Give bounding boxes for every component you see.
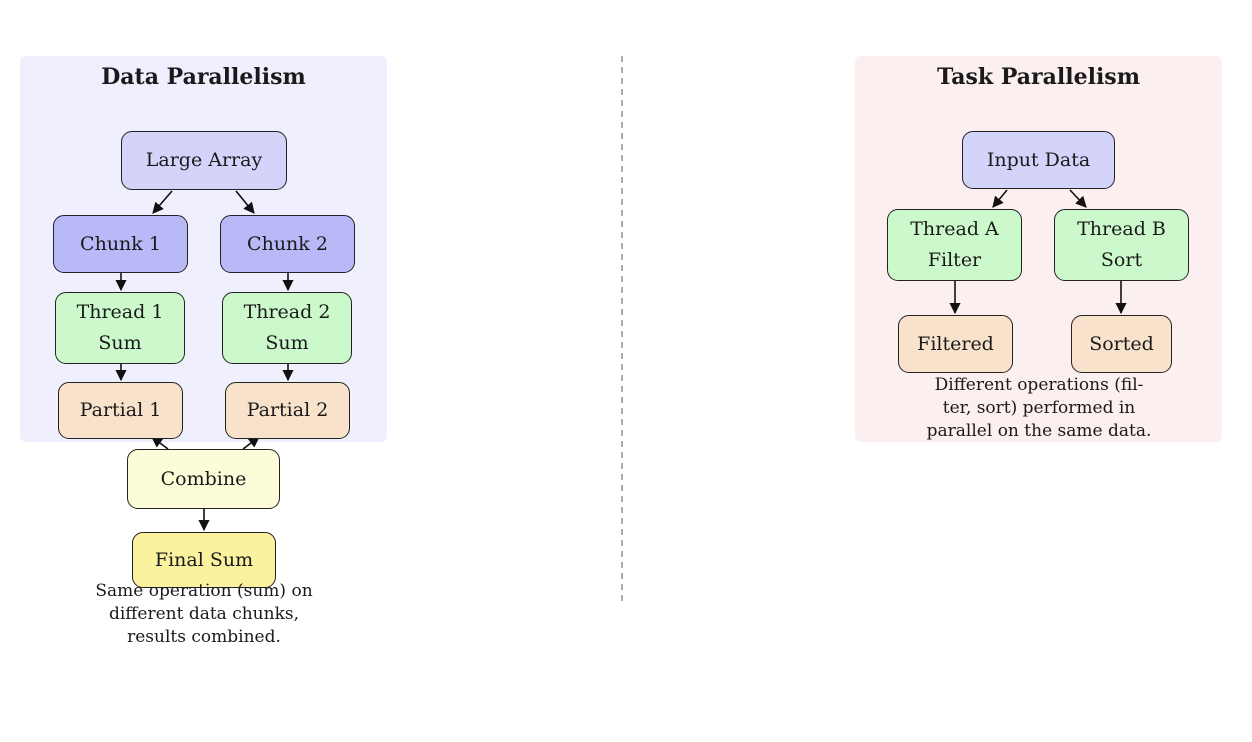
chunk-1-node: Chunk 1 <box>53 215 188 273</box>
thread-b-node: Thread B Sort <box>1054 209 1189 281</box>
thread-2-label: Thread 2 <box>243 301 331 323</box>
task-parallelism-caption: Different operations (fil- ter, sort) pe… <box>869 374 1209 443</box>
data-parallelism-title: Data Parallelism <box>101 64 306 90</box>
arrow-input-to-thread-b <box>1069 189 1087 208</box>
thread-2-task: Sum <box>265 332 309 354</box>
caption-line: different data chunks, <box>108 604 299 624</box>
arrow-array-to-chunk-1 <box>152 190 173 214</box>
final-sum-node: Final Sum <box>132 532 276 588</box>
thread-1-task: Sum <box>98 332 142 354</box>
thread-a-label: Thread A <box>910 218 999 240</box>
data-parallelism-caption: Same operation (sum) on different data c… <box>34 580 374 649</box>
arrow-combine-to-partial-1 <box>151 436 169 450</box>
thread-2-node: Thread 2 Sum <box>222 292 352 364</box>
input-data-node: Input Data <box>962 131 1115 189</box>
caption-line: Different operations (fil- <box>934 375 1144 395</box>
thread-a-task: Filter <box>927 249 982 271</box>
arrow-array-to-chunk-2 <box>235 190 255 214</box>
arrow-input-to-thread-a <box>992 189 1008 208</box>
thread-1-label: Thread 1 <box>76 301 164 323</box>
partial-2-node: Partial 2 <box>225 382 350 439</box>
thread-1-node: Thread 1 Sum <box>55 292 185 364</box>
caption-line: parallel on the same data. <box>926 421 1152 441</box>
caption-line: results combined. <box>127 627 281 647</box>
thread-b-label: Thread B <box>1077 218 1166 240</box>
thread-b-task: Sort <box>1100 249 1143 271</box>
thread-a-node: Thread A Filter <box>887 209 1022 281</box>
caption-line: ter, sort) performed in <box>942 398 1136 418</box>
caption-line: Same operation (sum) on <box>95 581 313 601</box>
combine-node: Combine <box>127 449 280 509</box>
large-array-node: Large Array <box>121 131 287 190</box>
filtered-node: Filtered <box>898 315 1013 373</box>
partial-1-node: Partial 1 <box>58 382 183 439</box>
chunk-2-node: Chunk 2 <box>220 215 355 273</box>
arrow-combine-to-partial-2 <box>242 436 260 450</box>
task-parallelism-title: Task Parallelism <box>937 64 1140 90</box>
sorted-node: Sorted <box>1071 315 1172 373</box>
